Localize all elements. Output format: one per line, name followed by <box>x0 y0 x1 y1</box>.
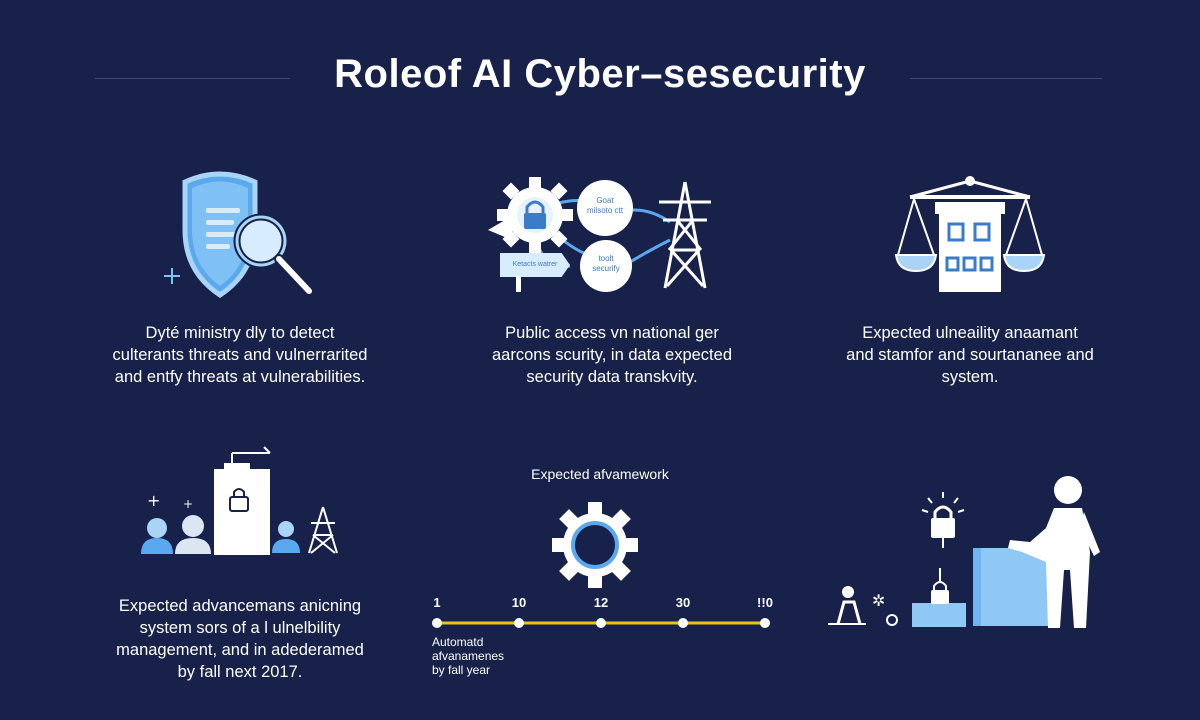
caption-line: aarcons scurity, in data expected <box>492 346 732 364</box>
antenna-icon <box>308 506 338 554</box>
sign-label: Ketacts watrer <box>512 261 558 268</box>
caption-line: culterants threats and vulnerrarited <box>112 346 368 364</box>
timeline-tick-label: 30 <box>675 595 691 610</box>
caption-line: and entfy threats at vulnerabilities. <box>114 368 366 386</box>
caption-line: management, and in adederamed <box>116 641 364 659</box>
timeline-tick-label: 1 <box>433 595 441 610</box>
gear-lock-icon <box>497 177 573 253</box>
caption-line: Dyté ministry dly to detect <box>145 324 335 342</box>
gear-icon <box>552 502 638 588</box>
transmission-tower-icon <box>659 181 711 289</box>
balance-scale-icon <box>894 176 1046 273</box>
bubble-bottom-line: toolt <box>598 254 614 263</box>
caption-line: by fall next 2017. <box>177 663 303 681</box>
worker-icon: ✲ <box>828 586 898 626</box>
caption-line: system. <box>941 368 999 386</box>
caption-line: Expected advancemans anicning <box>118 597 362 615</box>
timeline-dot <box>596 618 606 628</box>
shield-icon <box>182 171 258 298</box>
alert-lock-icon <box>921 492 965 548</box>
timeline-tick-label: 10 <box>511 595 527 610</box>
detect-caption: Dyté ministry dly to detect culterants t… <box>90 322 390 388</box>
title-row: Roleof AI Cyber–sesecurity <box>0 52 1200 106</box>
box-icon <box>973 548 1057 626</box>
timeline-tick-label: 12 <box>593 595 609 610</box>
bubble-top-line: Goat <box>596 196 614 205</box>
title-divider-left <box>95 78 290 79</box>
page-title: Roleof AI Cyber–sesecurity <box>334 52 866 96</box>
timeline-dot <box>432 618 442 628</box>
svg-text:+: + <box>147 491 160 510</box>
caption-line: Expected ulneaility anaamant <box>862 324 1078 342</box>
caption-line: security data transkvity. <box>526 368 698 386</box>
people-icon: + + <box>141 491 211 554</box>
magnifier-icon <box>233 213 316 298</box>
timeline-tick-label: !!0 <box>757 595 773 610</box>
caption-line: Public access vn national ger <box>505 324 719 342</box>
base-block <box>912 603 966 627</box>
padlock-icon <box>931 568 949 604</box>
caption-line: system sors of a l ulnelbility <box>139 619 341 637</box>
sparkle-icon <box>164 268 180 284</box>
advance-caption: Expected advancemans anicning system sor… <box>90 595 390 683</box>
chat-bubble-icon <box>488 216 512 240</box>
caption-line: and stamfor and sourtananee and <box>846 346 1094 364</box>
title-divider-right <box>910 78 1102 79</box>
signpost-pole <box>516 276 521 292</box>
svg-text:✲: ✲ <box>872 591 885 610</box>
timeline <box>432 618 770 628</box>
bubble-top-line: milsoto ctt <box>586 206 623 215</box>
people-small-icon <box>272 521 300 553</box>
bubble-top: Goat milsoto ctt <box>577 180 633 236</box>
timeline-dot <box>678 618 688 628</box>
svg-text:+: + <box>183 497 193 511</box>
access-caption: Public access vn national ger aarcons sc… <box>462 322 762 388</box>
framework-label: Expected afvamework <box>531 466 669 482</box>
server-lock-icon <box>214 446 271 555</box>
assess-caption: Expected ulneaility anaamant and stamfor… <box>820 322 1120 388</box>
signpost-icon: Ketacts watrer <box>500 253 570 277</box>
timeline-dot <box>760 618 770 628</box>
building-icon <box>935 202 1005 292</box>
timeline-dot <box>514 618 524 628</box>
timeline-caption: Automatd afvanamenes by fall year <box>432 635 505 677</box>
person-icon <box>1008 476 1100 628</box>
bubble-bottom: toolt securify <box>580 240 632 292</box>
bubble-bottom-line: securify <box>592 264 620 273</box>
